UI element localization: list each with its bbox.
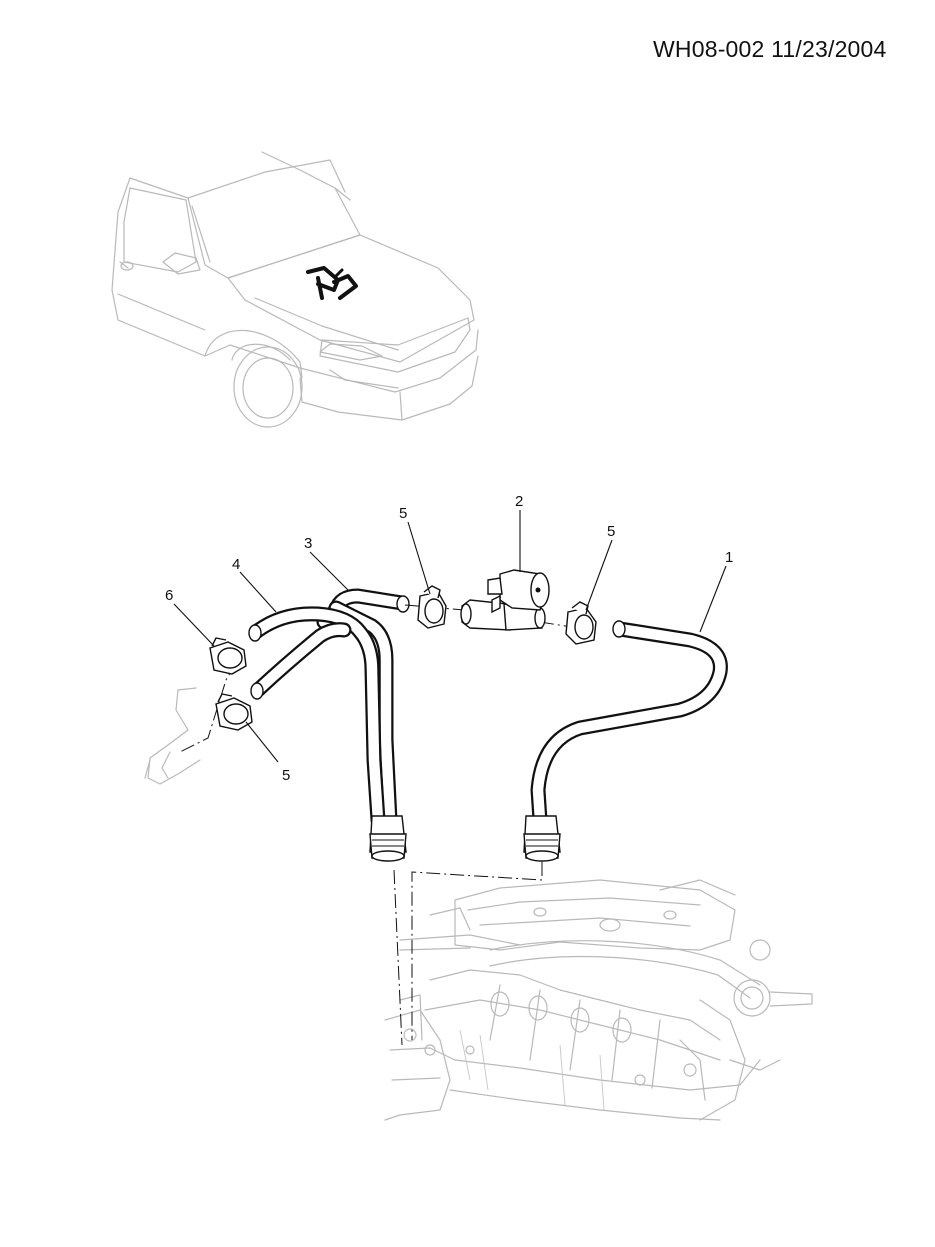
diagram-code: WH08-002 11/23/2004 bbox=[653, 36, 887, 62]
clamp-5-right bbox=[565, 601, 597, 645]
callout-4: 4 bbox=[232, 556, 240, 573]
heater-hose-3 bbox=[316, 588, 410, 828]
heater-valve-icon bbox=[460, 569, 550, 631]
callout-labels: 1 2 3 4 5 5 5 6 bbox=[165, 493, 733, 784]
callout-5-right: 5 bbox=[607, 523, 615, 540]
engine-outline-icon bbox=[384, 879, 813, 1121]
heater-hose-4 bbox=[248, 606, 386, 828]
callout-3: 3 bbox=[304, 535, 312, 552]
clamp-6 bbox=[209, 637, 247, 675]
vehicle-location-icon bbox=[111, 151, 479, 428]
leader-lines bbox=[173, 510, 727, 763]
heater-hose-1 bbox=[530, 620, 728, 828]
callout-5-upper: 5 bbox=[399, 505, 407, 522]
callout-6: 6 bbox=[165, 587, 173, 604]
heater-pipe-ghost bbox=[144, 687, 201, 785]
clamp-5-upper bbox=[417, 585, 447, 629]
quick-connector-right bbox=[523, 815, 561, 862]
callout-5-lower: 5 bbox=[282, 767, 290, 784]
callout-2: 2 bbox=[515, 493, 523, 510]
clamp-5-lower bbox=[215, 693, 253, 731]
callout-1: 1 bbox=[725, 549, 733, 566]
quick-connector-left bbox=[369, 815, 407, 862]
hose-clamp-icon bbox=[209, 585, 597, 731]
